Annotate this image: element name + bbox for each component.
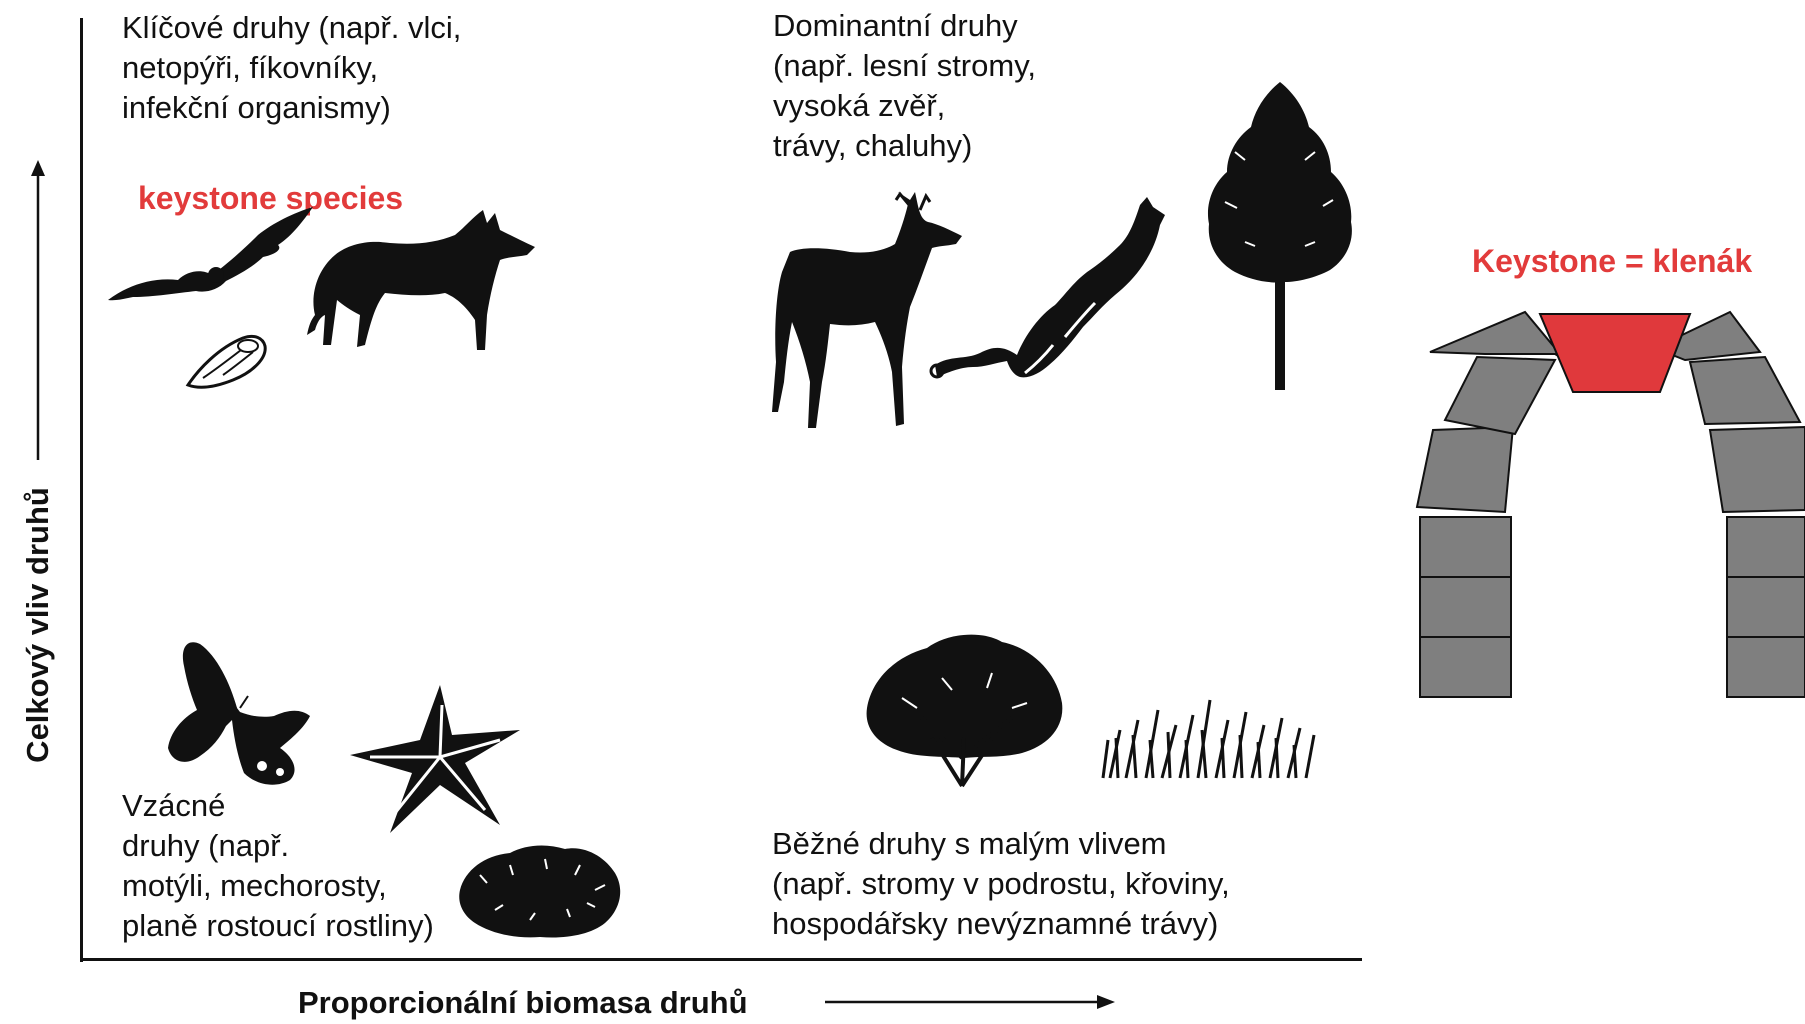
x-axis-arrow-icon <box>825 988 1115 1016</box>
arch-block-left-top <box>1420 517 1511 577</box>
grass-icon <box>1098 690 1316 780</box>
common-species-label: Běžné druhy s malým vlivem (např. stromy… <box>772 824 1230 944</box>
arch-block-left-bottom <box>1420 637 1511 697</box>
y-axis-line <box>80 18 83 962</box>
arch-keystone-block <box>1540 314 1690 392</box>
star-plant-icon <box>350 685 530 835</box>
tree-icon <box>1205 82 1355 392</box>
bat-icon <box>108 205 318 315</box>
keystone-species-label: Klíčové druhy (např. vlci, netopýři, fík… <box>122 8 461 128</box>
keystone-translation-annotation: Keystone = klenák <box>1472 243 1752 280</box>
y-axis-label: Celkový vliv druhů <box>20 487 56 763</box>
butterfly-icon <box>162 638 312 798</box>
fig-icon <box>183 330 268 392</box>
moss-icon <box>455 835 625 940</box>
arch-voussoir-left-1 <box>1417 427 1513 512</box>
arch-block-left-middle <box>1420 577 1511 637</box>
wolf-icon <box>305 205 540 355</box>
arch-block-right-bottom <box>1727 637 1805 697</box>
kelp-icon <box>925 195 1185 385</box>
arch-block-right-middle <box>1727 577 1805 637</box>
x-axis-label: Proporcionální biomasa druhů <box>298 985 748 1021</box>
arch-voussoir-right-2 <box>1690 357 1800 424</box>
arch-voussoir-right-1 <box>1710 427 1805 512</box>
x-axis-line <box>80 958 1362 961</box>
dominant-species-label: Dominantní druhy (např. lesní stromy, vy… <box>773 6 1036 166</box>
shrub-icon <box>862 628 1067 788</box>
arch-icon <box>1405 312 1805 697</box>
y-axis-arrow-icon <box>24 160 52 460</box>
arch-block-right-top <box>1727 517 1805 577</box>
arch-voussoir-left-2 <box>1445 357 1555 434</box>
